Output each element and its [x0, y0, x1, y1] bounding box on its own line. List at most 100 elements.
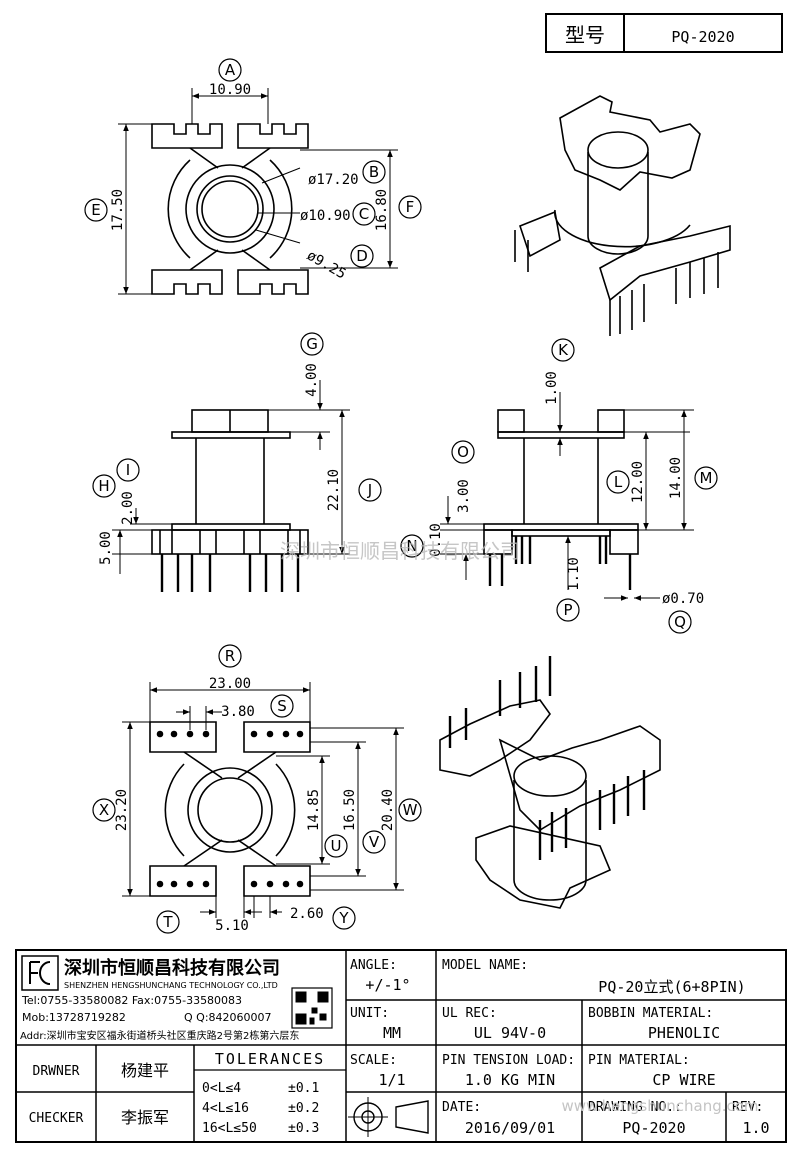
pin-material-label: PIN MATERIAL:	[588, 1053, 690, 1068]
dim-k: 1.00	[544, 371, 560, 405]
callout-n: N	[406, 537, 417, 555]
front-view-dims	[112, 380, 350, 574]
rev-value: 1.0	[742, 1119, 769, 1137]
callout-v: V	[369, 833, 380, 851]
callout-y: Y	[338, 909, 349, 927]
dim-t: 5.10	[215, 918, 249, 934]
pin-tension-label: PIN TENSION LOAD:	[442, 1053, 575, 1068]
tolerance-range-2: 4<L≤16	[202, 1101, 249, 1116]
rev-label: REV:	[732, 1100, 763, 1115]
callout-e: E	[91, 201, 100, 219]
watermark-url: www.hengshunchang.com	[561, 1097, 758, 1115]
dim-c: ø10.90	[300, 208, 351, 224]
date-value: 2016/09/01	[465, 1119, 555, 1137]
ul-rec-label: UL REC:	[442, 1006, 497, 1021]
iso-view-top	[514, 95, 731, 336]
callout-p: P	[563, 601, 572, 619]
watermark: 深圳市恒顺昌科技有限公司	[280, 539, 520, 563]
dim-l: 12.00	[630, 461, 646, 503]
callout-m: M	[700, 469, 713, 487]
tolerance-value-3: ±0.3	[288, 1121, 319, 1136]
callout-u: U	[331, 837, 342, 855]
drawing-no-label: DRAWING NO.:	[588, 1100, 682, 1115]
callout-f: F	[406, 198, 415, 216]
callout-h: H	[98, 477, 109, 495]
dim-o: 3.00	[456, 479, 472, 513]
angle-label: ANGLE:	[350, 958, 397, 973]
tolerance-value-1: ±0.1	[288, 1081, 319, 1096]
ul-rec-value: UL 94V-0	[474, 1024, 546, 1042]
dim-b: ø17.20	[308, 172, 359, 188]
callout-d: D	[356, 247, 368, 265]
model-name-label: MODEL NAME:	[442, 958, 528, 973]
dim-h: 5.00	[98, 531, 114, 565]
front-view-labels: 4.00 22.10 2.00 5.00	[98, 363, 342, 565]
dim-x: 23.20	[114, 789, 130, 831]
dim-u: 14.85	[306, 789, 322, 831]
dim-j: 22.10	[326, 469, 342, 511]
title-block-text: 深圳市恒顺昌科技有限公司 SHENZHEN HENGSHUNCHANG TECH…	[20, 957, 770, 1137]
tolerance-range-3: 16<L≤50	[202, 1121, 257, 1136]
model-header: 型号 PQ-2020	[545, 13, 783, 53]
drawner-label: DRWNER	[33, 1064, 80, 1079]
callout-j: J	[367, 481, 372, 499]
scale-value: 1/1	[378, 1071, 405, 1089]
side-view	[483, 409, 639, 590]
title-block	[15, 949, 787, 1143]
model-header-value: PQ-2020	[671, 28, 734, 46]
company-name-en: SHENZHEN HENGSHUNCHANG TECHNOLOGY CO.,LT…	[64, 981, 278, 990]
callout-a: A	[225, 61, 236, 79]
company-tel: Tel:0755-33580082 Fax:0755-33580083	[21, 994, 242, 1007]
dim-m: 14.00	[668, 457, 684, 499]
callout-s: S	[277, 697, 287, 715]
checker-value: 李振军	[121, 1108, 169, 1127]
callout-t: T	[162, 913, 173, 931]
tolerance-range-1: 0<L≤4	[202, 1081, 241, 1096]
iso-view-bottom	[439, 656, 661, 909]
bobbin-material-value: PHENOLIC	[648, 1024, 720, 1042]
model-name-value: PQ-20立式(6+8PIN)	[598, 978, 745, 996]
company-addr: Addr:深圳市宝安区福永街道桥头社区重庆路2号第2栋第六层东	[20, 1029, 299, 1042]
dim-s: 3.80	[221, 704, 255, 720]
callout-c: C	[359, 205, 369, 223]
scale-label: SCALE:	[350, 1053, 397, 1068]
top-view-dims	[118, 88, 398, 295]
date-label: DATE:	[442, 1100, 481, 1115]
dim-i: 2.00	[120, 491, 136, 525]
angle-value: +/-1°	[365, 976, 410, 994]
checker-label: CHECKER	[29, 1111, 84, 1126]
bottom-view-labels: 23.00 3.80 23.20 14.85 16.50 20.40 5.10 …	[114, 676, 396, 934]
callout-x: X	[99, 801, 109, 819]
bobbin-material-label: BOBBIN MATERIAL:	[588, 1006, 713, 1021]
top-view	[151, 123, 309, 295]
callout-r: R	[225, 647, 235, 665]
callout-k: K	[558, 341, 569, 359]
dim-v: 16.50	[342, 789, 358, 831]
callout-g: G	[306, 335, 318, 353]
company-qq: Q Q:842060007	[184, 1011, 272, 1024]
model-header-label: 型号	[565, 23, 605, 47]
side-view-dims	[440, 392, 694, 601]
dim-a: 10.90	[209, 82, 251, 98]
company-mob: Mob:13728719282	[22, 1011, 126, 1024]
dim-y: 2.60	[290, 906, 324, 922]
company-name-cn: 深圳市恒顺昌科技有限公司	[64, 957, 280, 979]
dim-n: 0.10	[428, 523, 444, 557]
dim-r: 23.00	[209, 676, 251, 692]
dim-d: ø9.25	[304, 248, 349, 283]
tolerances-label: TOLERANCES	[215, 1050, 325, 1068]
callout-i: I	[126, 461, 130, 479]
dim-g: 4.00	[304, 363, 320, 397]
callout-q: Q	[674, 613, 686, 631]
side-view-labels: 1.00 12.00 14.00 3.00 0.10 1.10 ø0.70	[428, 371, 704, 607]
pin-material-value: CP WIRE	[652, 1071, 715, 1089]
callout-letters: A B C D E F G H I J K L M N O P Q R S T …	[91, 61, 712, 931]
callout-b: B	[369, 163, 379, 181]
tolerance-value-2: ±0.2	[288, 1101, 319, 1116]
dim-w: 20.40	[380, 789, 396, 831]
dim-q: ø0.70	[662, 591, 704, 607]
callouts	[84, 58, 718, 934]
bottom-view-dims	[122, 682, 404, 918]
front-view	[151, 409, 309, 592]
